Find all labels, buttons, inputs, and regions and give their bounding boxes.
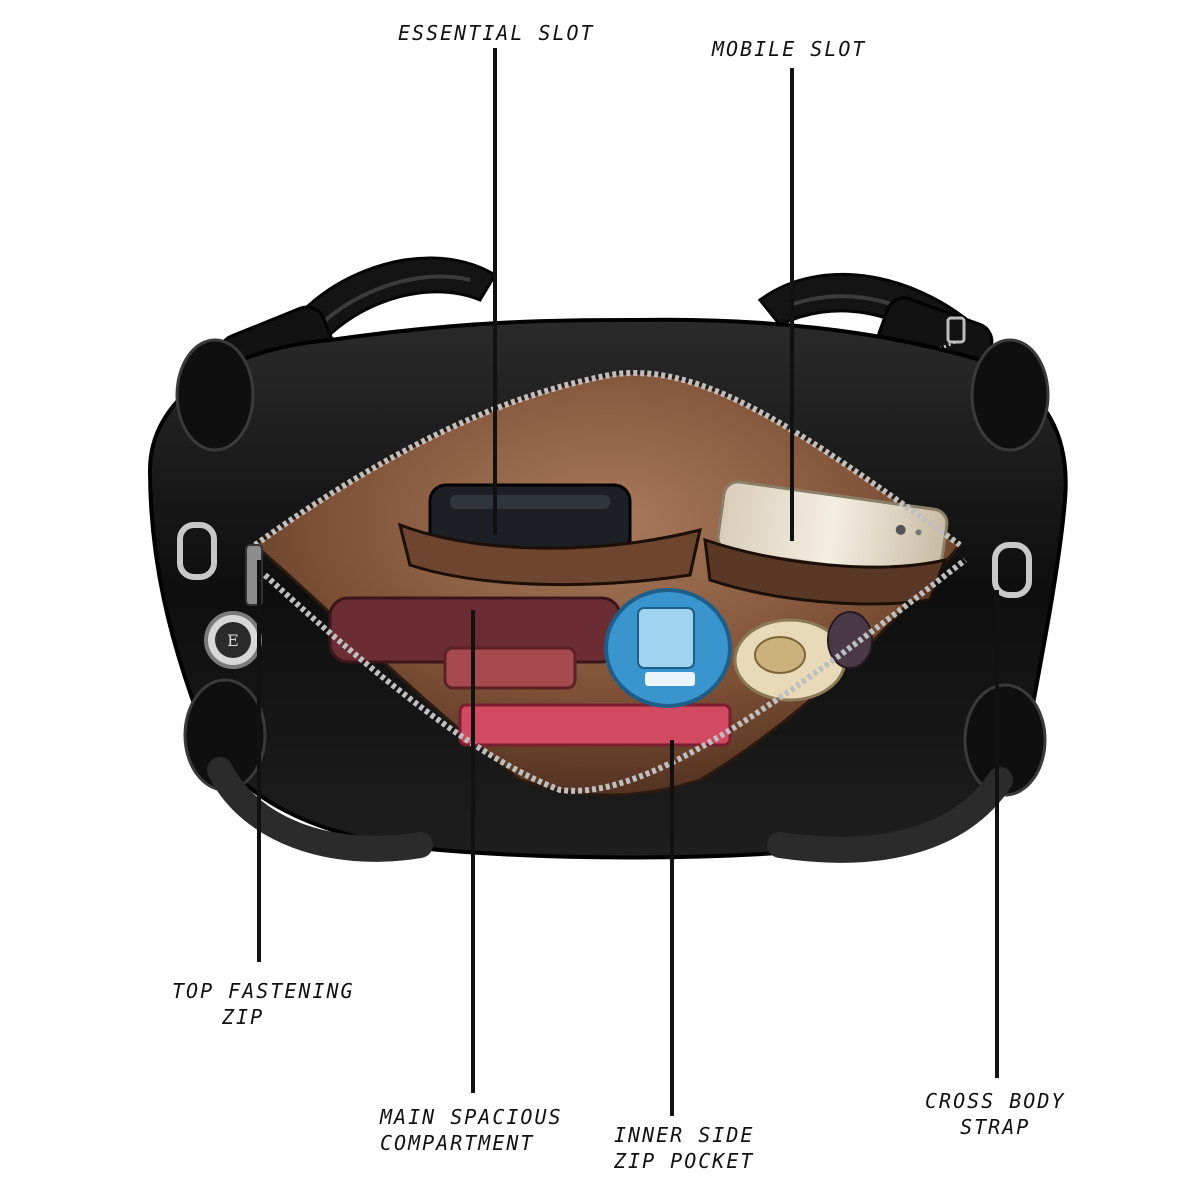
knot-top-left xyxy=(175,338,255,452)
blue-compact xyxy=(604,588,732,708)
d-ring-left xyxy=(177,522,217,580)
leader-top-fastening-zip xyxy=(257,560,261,962)
label-main-spacious-compartment: MAIN SPACIOUS COMPARTMENT xyxy=(380,1105,563,1155)
svg-text:E: E xyxy=(227,631,239,650)
lip-gloss xyxy=(443,646,577,690)
knot-top-right xyxy=(970,338,1050,452)
label-essential-slot: ESSENTIAL SLOT xyxy=(398,21,595,45)
label-mobile-slot: MOBILE SLOT xyxy=(712,37,867,61)
buckle xyxy=(946,316,966,344)
essential-slot-pocket xyxy=(397,522,702,587)
pink-notebook xyxy=(458,703,732,747)
leader-inner-side-zip-pocket xyxy=(670,740,674,1116)
leader-essential-slot xyxy=(493,48,497,535)
label-cross-body-strap: CROSS BODY STRAP xyxy=(925,1089,1066,1139)
label-top-fastening-zip: TOP FASTENING ZIP xyxy=(172,979,355,1029)
label-inner-side-zip-pocket: INNER SIDE ZIP POCKET xyxy=(614,1123,755,1173)
zip-lower xyxy=(262,557,967,794)
leader-cross-body-strap xyxy=(995,590,999,1078)
brand-charm-icon: E xyxy=(204,611,262,669)
d-ring-right xyxy=(992,542,1032,598)
leader-mobile-slot xyxy=(790,68,794,541)
cosmetic-jar xyxy=(733,611,873,702)
leader-main-spacious-compartment xyxy=(471,610,475,1093)
